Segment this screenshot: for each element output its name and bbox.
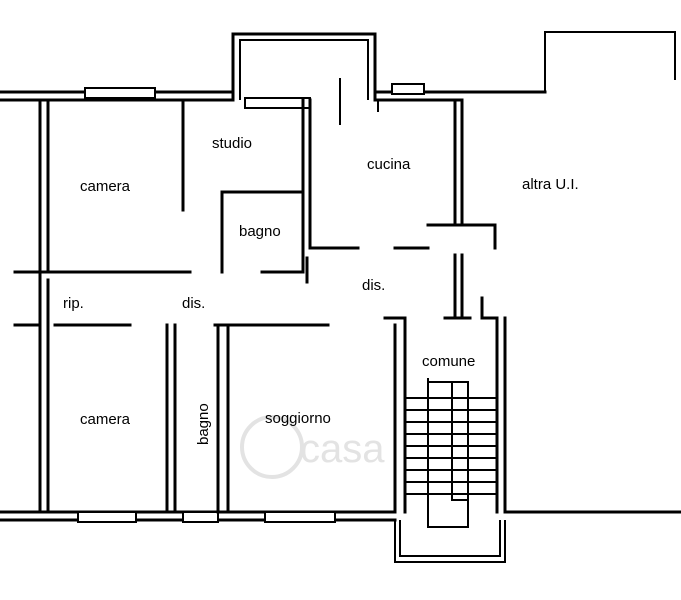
window-cucina <box>391 83 425 95</box>
staircase <box>405 378 497 528</box>
window-soggiorno <box>264 511 336 523</box>
label-dis-right: dis. <box>362 277 385 294</box>
windows <box>77 83 425 523</box>
label-bagno-top: bagno <box>239 223 281 240</box>
label-bagno-bottom: bagno <box>195 403 212 445</box>
label-dis-left: dis. <box>182 295 205 312</box>
label-rip: rip. <box>63 295 84 312</box>
watermark-text: casa <box>300 427 385 471</box>
window-camera-bottom <box>77 511 137 523</box>
window-camera-top <box>84 87 156 99</box>
label-camera-bottom: camera <box>80 411 131 428</box>
watermark: casa <box>240 415 385 479</box>
label-comune: comune <box>422 353 475 370</box>
label-cucina: cucina <box>367 156 411 173</box>
interior-walls <box>13 98 507 514</box>
label-camera-top: camera <box>80 178 131 195</box>
house-icon <box>240 415 304 479</box>
window-studio <box>244 97 311 109</box>
label-studio: studio <box>212 135 252 152</box>
window-bagno-bottom <box>182 511 219 523</box>
label-altra-ui: altra U.I. <box>522 176 579 193</box>
room-labels: studio cucina camera bagno altra U.I. ri… <box>63 135 579 445</box>
door-marks <box>339 78 379 125</box>
label-soggiorno: soggiorno <box>265 410 331 427</box>
